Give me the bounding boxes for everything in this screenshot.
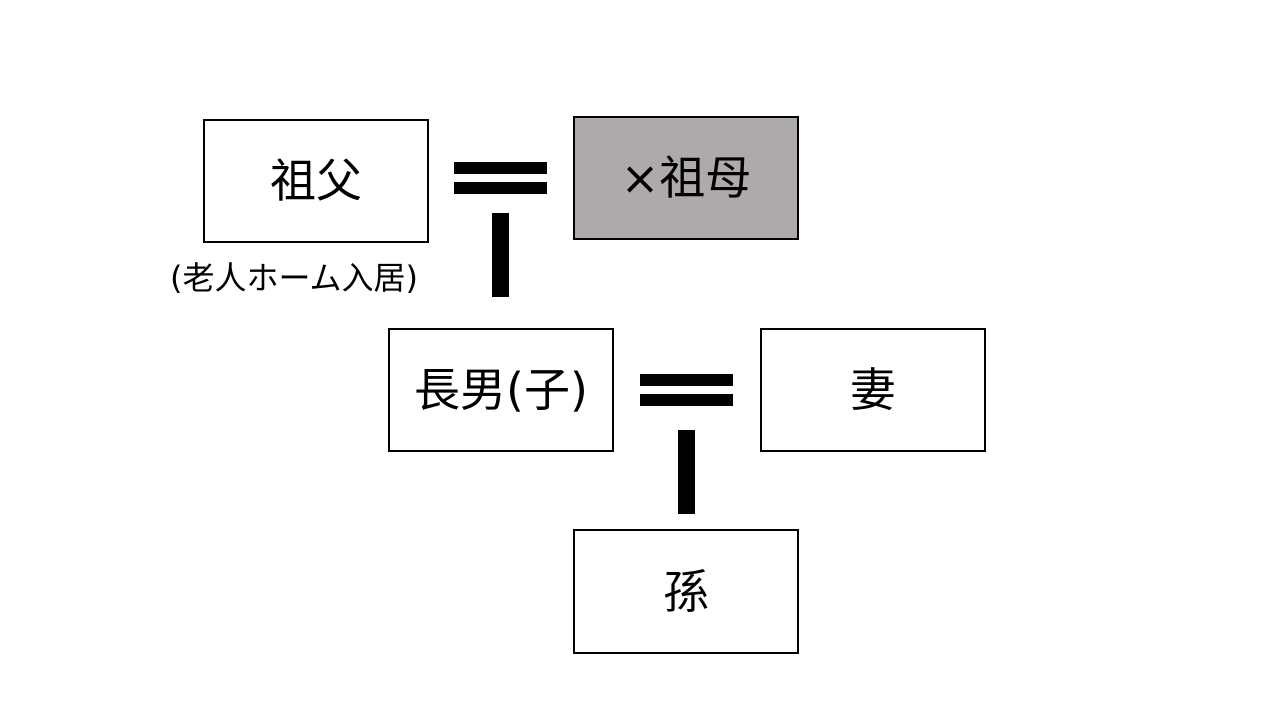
person-grandmother: ×祖母: [573, 116, 799, 240]
person-eldest-son: 長男(子): [388, 328, 614, 452]
marriage-line-1-top: [454, 162, 547, 174]
marriage-line-1-bottom: [454, 182, 547, 194]
grandfather-label: 祖父: [270, 154, 362, 208]
eldest-son-label: 長男(子): [414, 363, 588, 417]
grandchild-label: 孫: [663, 564, 709, 619]
person-grandfather: 祖父: [203, 119, 429, 243]
person-wife: 妻: [760, 328, 986, 452]
descent-line-1: [492, 213, 509, 297]
grandfather-note: (老人ホーム入居): [170, 259, 419, 297]
descent-line-2: [678, 430, 695, 514]
grandmother-label: ×祖母: [620, 151, 752, 205]
wife-label: 妻: [850, 363, 896, 417]
person-grandchild: 孫: [573, 529, 799, 654]
marriage-line-2-top: [640, 374, 733, 386]
marriage-line-2-bottom: [640, 394, 733, 406]
